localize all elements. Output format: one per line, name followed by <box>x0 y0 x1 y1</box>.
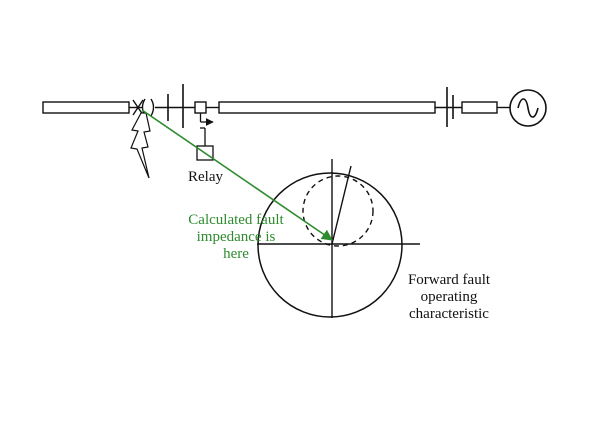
right-line-section <box>461 101 498 114</box>
mho-characteristic-dashed <box>302 175 374 247</box>
main-line-section <box>218 101 436 114</box>
forward-label-line-2: operating <box>420 289 478 305</box>
power-system-line <box>42 84 547 128</box>
fault-impedance-arrow <box>141 109 333 241</box>
fault-label-line-1: Calculated fault <box>188 212 284 228</box>
forward-label-line-3: characteristic <box>409 306 489 322</box>
ac-generator-icon <box>509 89 547 127</box>
relay-label: Relay <box>188 169 223 185</box>
lightning-fault-icon <box>130 112 151 179</box>
forward-label-line-1: Forward fault <box>407 272 491 288</box>
fault-label-line-2: impedance is <box>196 229 276 245</box>
forward-characteristic-circle <box>257 172 403 318</box>
fault-label-line-3: here <box>223 246 249 262</box>
forward-fault-label: Forward fault operating characteristic <box>395 272 503 323</box>
left-line-section <box>42 101 130 114</box>
line-breaker <box>194 101 207 114</box>
fault-impedance-label: Calculated fault impedance is here <box>172 212 300 263</box>
line-impedance-angle <box>331 165 352 245</box>
